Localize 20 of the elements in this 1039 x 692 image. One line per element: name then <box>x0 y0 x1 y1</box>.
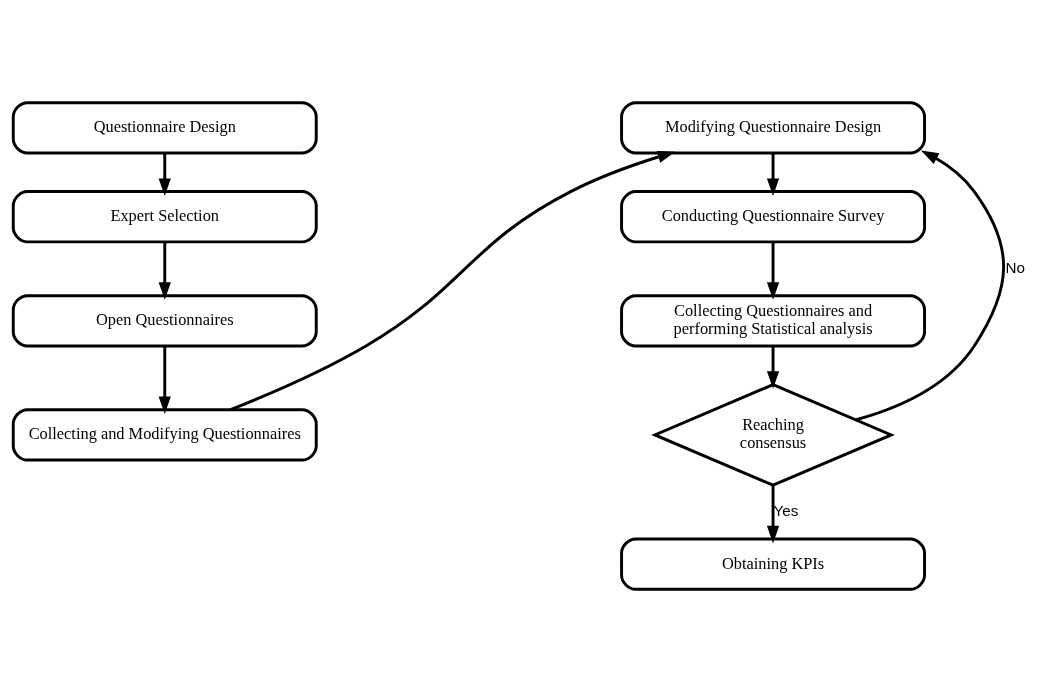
arrow <box>158 153 171 196</box>
node-box: Expert Selection <box>11 190 318 244</box>
node-box: Collecting and Modifying Questionnaires <box>11 408 318 462</box>
edge-label: No <box>1005 258 1025 276</box>
arrow <box>766 153 780 196</box>
node-box: Conducting Questionnaire Survey <box>620 190 926 244</box>
arrow <box>158 346 171 414</box>
node-box: Open Questionnaires <box>11 294 318 348</box>
edge-label: Yes <box>773 502 799 520</box>
node-box: Questionnaire Design <box>11 101 318 155</box>
arrow <box>766 242 780 300</box>
arrow <box>855 150 1005 422</box>
node-box: Collecting Questionnaires and performing Statistical analysis <box>620 294 926 348</box>
arrow <box>766 485 780 544</box>
node-box: Obtaining KPIs <box>620 537 926 591</box>
arrow <box>158 242 171 300</box>
node-diamond: Reaching consensus <box>651 383 895 487</box>
arrow <box>766 346 780 389</box>
arrow <box>230 151 676 411</box>
node-box: Modifying Questionnaire Design <box>620 101 926 155</box>
